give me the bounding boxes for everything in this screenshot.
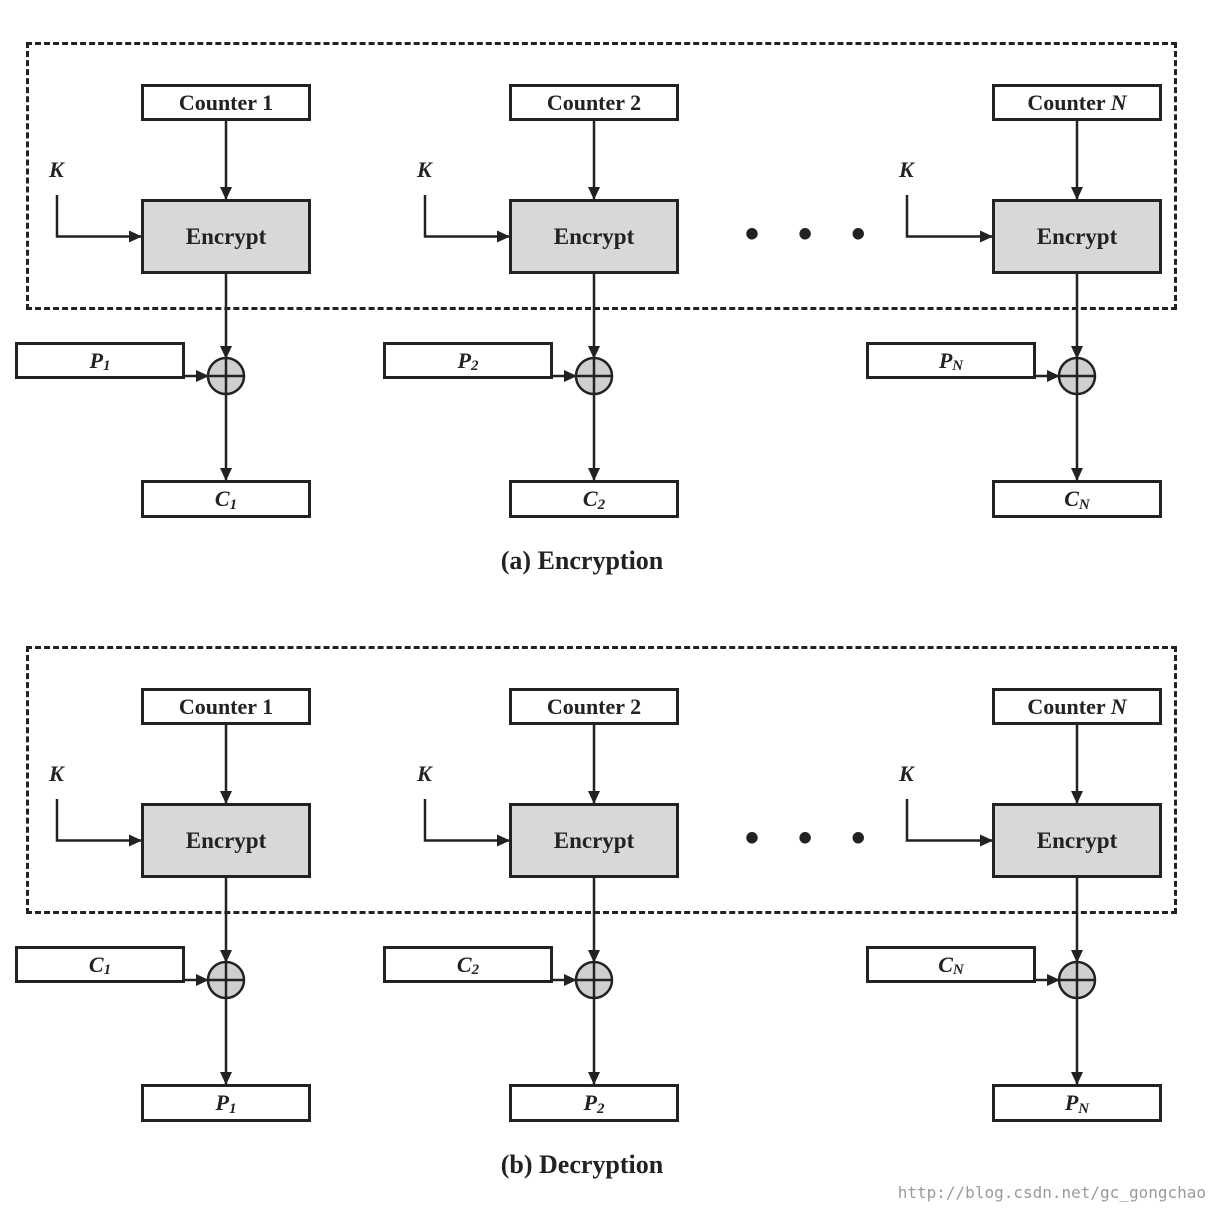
encryption-key-arrow-2: [423, 195, 510, 243]
decryption-counter-box-1: Counter 1: [141, 688, 311, 725]
input-subscript: 2: [470, 358, 479, 374]
decryption-encrypt-box-2: Encrypt: [509, 803, 679, 878]
decryption-encrypt-box-1: Encrypt: [141, 803, 311, 878]
decryption-key-label-3: K: [899, 761, 914, 786]
output-subscript: 1: [228, 1100, 237, 1117]
decryption-key-label-2: K: [417, 761, 432, 786]
input-subscript: N: [952, 962, 964, 978]
encrypt-label: Encrypt: [185, 223, 267, 249]
input-subscript: 1: [102, 358, 111, 374]
output-letter: P: [1064, 1090, 1079, 1115]
encryption-counter-box-1: Counter 1: [141, 84, 311, 121]
encryption-counter-box-3: Counter N: [992, 84, 1162, 121]
counter-label: Counter 1: [178, 693, 274, 719]
output-subscript: N: [1078, 496, 1090, 513]
output-subscript: N: [1078, 1100, 1090, 1117]
encryption-panel-boundary: [26, 42, 1177, 310]
counter-label: Counter 2: [546, 693, 642, 719]
output-subscript: 2: [597, 496, 606, 513]
decryption-xor-symbol-1: [206, 960, 246, 1000]
input-letter: C: [938, 951, 953, 977]
output-letter: C: [214, 486, 230, 511]
output-letter: P: [215, 1090, 229, 1115]
encrypt-label: Encrypt: [1036, 827, 1118, 853]
decryption-xor-symbol-3: [1057, 960, 1097, 1000]
encryption-encrypt-box-1: Encrypt: [141, 199, 311, 274]
encryption-key-arrow-3: [905, 195, 993, 243]
decryption-encrypt-box-3: Encrypt: [992, 803, 1162, 878]
encryption-xor-symbol-1: [206, 356, 246, 396]
encryption-encrypt-box-2: Encrypt: [509, 199, 679, 274]
encryption-key-arrow-1: [55, 195, 142, 243]
encrypt-label: Encrypt: [553, 223, 635, 249]
encryption-counter-box-2: Counter 2: [509, 84, 679, 121]
decryption-xor-symbol-2: [574, 960, 614, 1000]
decryption-counter-box-2: Counter 2: [509, 688, 679, 725]
encryption-key-label-2: K: [417, 157, 432, 182]
input-letter: P: [938, 347, 953, 373]
encryption-ellipsis: • • •: [745, 212, 880, 256]
decryption-ellipsis: • • •: [745, 816, 880, 860]
encryption-xor-symbol-3: [1057, 356, 1097, 396]
encrypt-label: Encrypt: [553, 827, 635, 853]
decryption-panel-boundary: [26, 646, 1177, 914]
counter-label: Counter N: [1027, 693, 1127, 719]
counter-label: Counter N: [1027, 89, 1127, 115]
counter-label: Counter 1: [178, 89, 274, 115]
decryption-key-arrow-1: [55, 799, 142, 847]
input-subscript: N: [952, 358, 964, 374]
input-letter: C: [456, 951, 472, 977]
decryption-key-arrow-2: [423, 799, 510, 847]
encryption-key-label-3: K: [899, 157, 914, 182]
input-letter: C: [88, 951, 104, 977]
encryption-caption: (a) Encryption: [500, 546, 664, 575]
counter-label: Counter 2: [546, 89, 642, 115]
decryption-caption: (b) Decryption: [500, 1150, 664, 1179]
encrypt-label: Encrypt: [185, 827, 267, 853]
input-letter: P: [457, 347, 471, 373]
input-subscript: 2: [471, 962, 480, 978]
encryption-encrypt-box-3: Encrypt: [992, 199, 1162, 274]
decryption-key-label-1: K: [49, 761, 64, 786]
input-letter: P: [89, 347, 103, 373]
decryption-key-arrow-3: [905, 799, 993, 847]
input-subscript: 1: [103, 962, 112, 978]
output-letter: C: [582, 486, 598, 511]
encryption-key-label-1: K: [49, 157, 64, 182]
watermark: http://blog.csdn.net/gc_gongchao: [897, 1183, 1206, 1202]
decryption-counter-box-3: Counter N: [992, 688, 1162, 725]
encrypt-label: Encrypt: [1036, 223, 1118, 249]
output-subscript: 1: [229, 496, 238, 513]
encryption-xor-symbol-2: [574, 356, 614, 396]
output-letter: C: [1064, 486, 1079, 511]
output-letter: P: [583, 1090, 597, 1115]
output-subscript: 2: [596, 1100, 605, 1117]
